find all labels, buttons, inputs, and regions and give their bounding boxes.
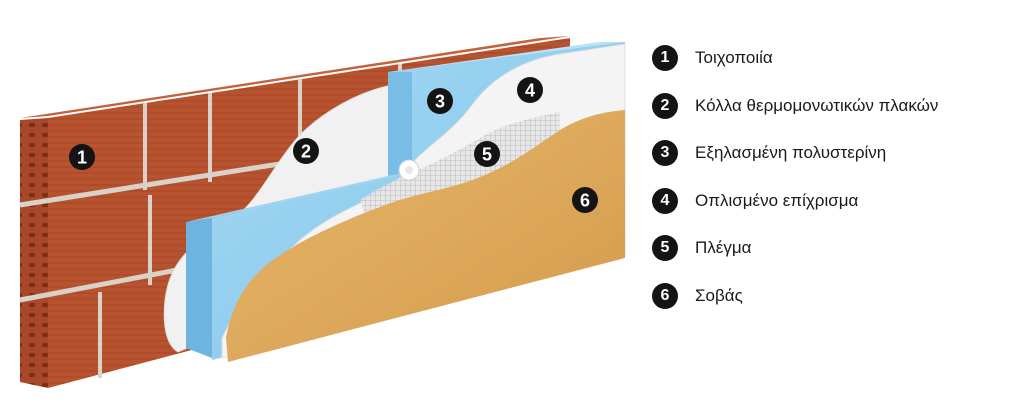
legend-item-plaster: 6 Σοβάς (652, 282, 1024, 309)
legend-number-badge: 2 (652, 92, 678, 119)
callout-4: 4 (517, 77, 543, 103)
anchor-icon (398, 159, 420, 181)
callout-6: 6 (572, 187, 598, 213)
eps-side-face (186, 218, 212, 358)
callout-number: 1 (77, 148, 87, 168)
legend-label: Εξηλασμένη πολυστερίνη (695, 143, 887, 162)
brick-top-face (20, 36, 570, 118)
legend-label: Σοβάς (695, 285, 743, 305)
wall-layers-illustration: 1 2 3 4 5 6 (19, 36, 626, 388)
legend-number-badge: 6 (652, 282, 678, 309)
plaster-layer (226, 110, 625, 362)
legend-label: Πλέγμα (695, 238, 752, 257)
legend: 1 Τοιχοποιία 2 Κόλλα θερμομονωτικών πλακ… (652, 45, 1024, 331)
legend-number-badge: 3 (652, 140, 678, 166)
legend-item-reinforced-render: 4 Οπλισμένο επίχρισμα (652, 187, 1024, 214)
callout-1: 1 (69, 144, 95, 170)
legend-item-polystyrene: 3 Εξηλασμένη πολυστερίνη (652, 140, 1024, 166)
callout-number: 3 (435, 92, 445, 112)
legend-number-badge: 5 (652, 235, 678, 261)
legend-item-mesh: 5 Πλέγμα (652, 235, 1024, 261)
legend-label: Οπλισμένο επίχρισμα (695, 190, 859, 210)
callout-2: 2 (293, 138, 319, 164)
callout-number: 5 (482, 145, 492, 165)
callout-number: 4 (525, 81, 535, 101)
callout-number: 6 (580, 191, 590, 211)
callout-3: 3 (427, 88, 453, 114)
legend-item-masonry: 1 Τοιχοποιία (652, 45, 1024, 71)
legend-label: Τοιχοποιία (695, 48, 773, 67)
legend-number-badge: 1 (652, 45, 678, 71)
legend-number-badge: 4 (652, 187, 678, 214)
legend-label: Κόλλα θερμομονωτικών πλακών (695, 95, 939, 115)
callout-number: 2 (301, 142, 311, 162)
legend-item-adhesive: 2 Κόλλα θερμομονωτικών πλακών (652, 92, 1024, 119)
callout-5: 5 (474, 141, 500, 167)
